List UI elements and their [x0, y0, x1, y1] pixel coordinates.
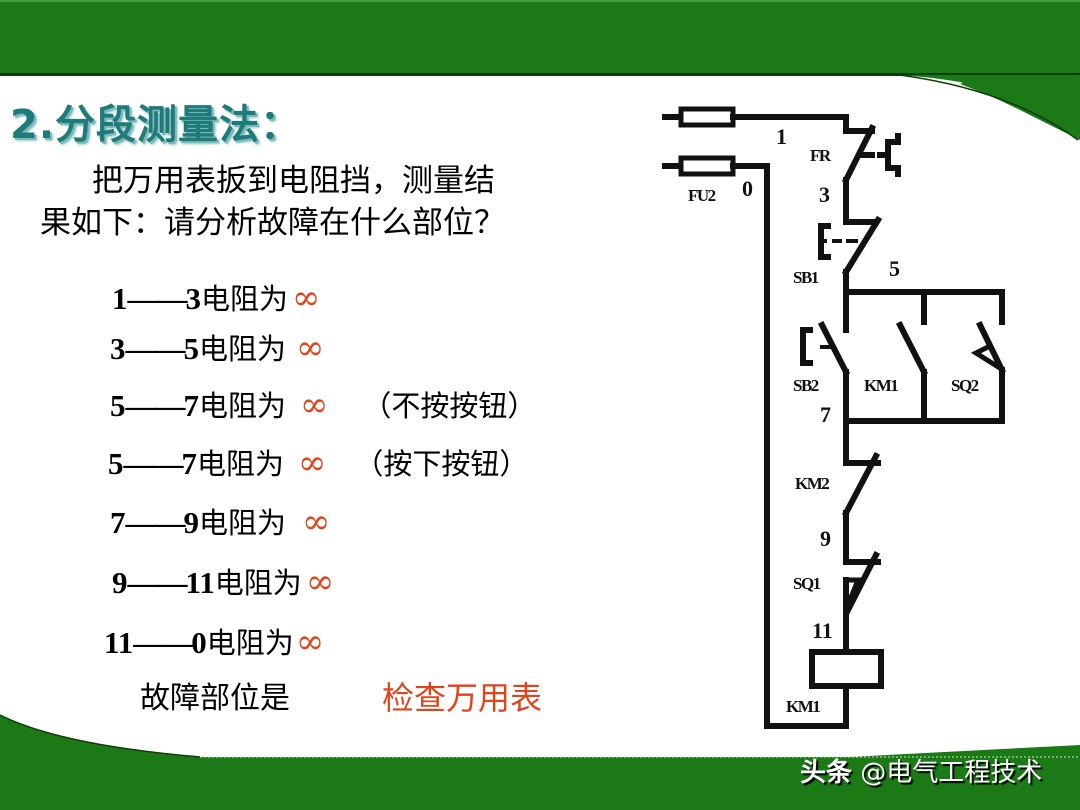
resistance-label: 电阻为: [201, 282, 289, 316]
infinity-value: ∞: [305, 562, 335, 602]
label-fu2: FU2: [688, 186, 716, 205]
label-km1-coil: KM1: [786, 697, 821, 716]
infinity-value: ∞: [302, 502, 331, 542]
from-node: 11: [104, 625, 134, 660]
dash: ——: [133, 625, 193, 660]
infinity-value: ∞: [300, 385, 329, 425]
from-node: 7: [110, 505, 126, 540]
node-label-3: 3: [819, 182, 830, 207]
from-node: 5: [108, 446, 124, 481]
measurement-row: 7——9电阻为 ∞: [110, 500, 330, 542]
label-sq1: SQ1: [793, 574, 821, 593]
dash: ——: [127, 565, 188, 600]
dash: ——: [125, 505, 186, 540]
node-label-11: 11: [812, 618, 833, 643]
infinity-value: ∞: [292, 278, 321, 318]
node-label-5: 5: [889, 256, 900, 281]
dash: ——: [125, 331, 186, 366]
label-sb1: SB1: [793, 268, 819, 287]
from-node: 3: [110, 331, 126, 366]
node-label-1: 1: [776, 124, 787, 149]
watermark-account: @电气工程技术: [852, 758, 1043, 788]
measurement-row: 9——11电阻为∞: [112, 560, 334, 602]
watermark: 头条 @电气工程技术: [800, 752, 1042, 789]
to-node: 5: [183, 331, 200, 366]
node-label-0: 0: [742, 176, 753, 201]
answer-label: 故障部位是: [140, 681, 290, 716]
resistance-label: 电阻为: [197, 447, 285, 481]
to-node: 9: [183, 505, 200, 540]
to-node: 7: [183, 388, 200, 423]
measurement-row: 1——3电阻为∞: [112, 276, 320, 318]
dash: ——: [127, 281, 188, 316]
to-node: 3: [185, 281, 202, 316]
resistance-label: 电阻为: [214, 566, 302, 600]
to-node: 0: [191, 625, 207, 660]
dash: ——: [123, 446, 184, 481]
measurement-row: 11——0电阻为∞: [104, 620, 324, 662]
resistance-label: 电阻为: [199, 506, 287, 540]
label-km2: KM2: [795, 474, 830, 493]
infinity-value: ∞: [296, 328, 325, 368]
from-node: 1: [112, 281, 128, 316]
dash: ——: [125, 388, 186, 423]
label-km1-aux: KM1: [864, 376, 899, 395]
node-label-9: 9: [820, 526, 831, 551]
measurement-note: （不按按钮）: [362, 389, 537, 423]
label-sb2: SB2: [793, 376, 819, 395]
intro-line-2: 果如下：请分析故障在什么部位？: [40, 205, 505, 241]
intro-line-1: 把万用表扳到电阻挡，测量结: [92, 163, 495, 199]
infinity-value: ∞: [298, 443, 327, 483]
measurement-note: （按下按钮）: [354, 447, 529, 481]
to-node: 7: [181, 446, 198, 481]
to-node: 11: [185, 565, 215, 600]
watermark-brand: 头条: [800, 758, 853, 788]
infinity-value: ∞: [295, 622, 325, 662]
resistance-label: 电阻为: [199, 389, 287, 423]
from-node: 9: [112, 565, 128, 600]
resistance-label: 电阻为: [206, 626, 294, 660]
intro-paragraph: 把万用表扳到电阻挡，测量结 果如下：请分析故障在什么部位？: [40, 160, 580, 244]
measurement-row: 3——5电阻为 ∞: [110, 326, 324, 368]
label-fr: FR: [810, 146, 831, 165]
node-label-7: 7: [820, 402, 831, 427]
label-sq2: SQ2: [951, 376, 979, 395]
measurement-row: 5——7电阻为 ∞ （不按按钮）: [110, 383, 536, 425]
resistance-label: 电阻为: [199, 332, 287, 366]
answer-value: 检查万用表: [382, 679, 543, 717]
from-node: 5: [110, 388, 126, 423]
measurement-row: 5——7电阻为 ∞ （按下按钮）: [108, 441, 528, 483]
slide-title: 2.分段测量法：: [10, 102, 302, 148]
